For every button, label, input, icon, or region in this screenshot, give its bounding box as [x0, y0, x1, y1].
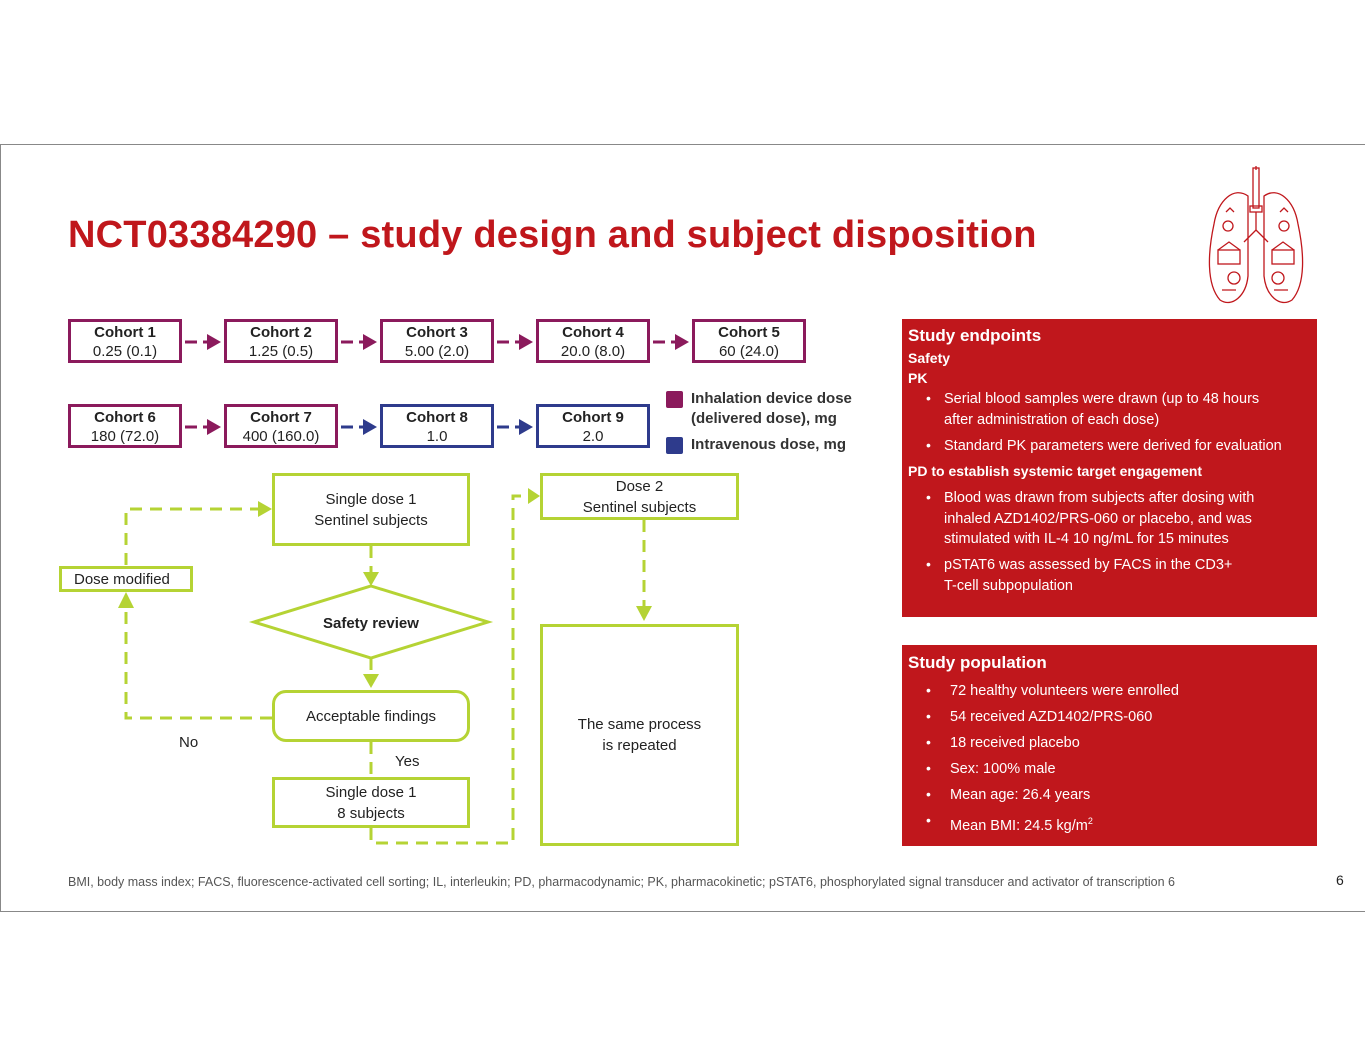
cohort-5-name: Cohort 5 [718, 324, 780, 341]
cohort-2-box: Cohort 2 1.25 (0.5) [224, 319, 338, 363]
population-bullet-3: • [926, 734, 931, 750]
single-dose-8-line1: Single dose 1 [325, 783, 417, 801]
slide-frame [0, 144, 1365, 912]
population-bullet-5: • [926, 786, 931, 802]
cohort-9-box: Cohort 9 2.0 [536, 404, 650, 448]
cohort-5-box: Cohort 5 60 (24.0) [692, 319, 806, 363]
legend-inhalation-line2: (delivered dose), mg [691, 410, 837, 427]
pk-bullet-2: • [926, 437, 931, 453]
bmi-superscript: 2 [1087, 816, 1093, 826]
population-bullet-1: • [926, 682, 931, 698]
cohort-9-name: Cohort 9 [562, 409, 624, 426]
cohort-8-name: Cohort 8 [406, 409, 468, 426]
page-title: NCT03384290 – study design and subject d… [68, 214, 1037, 256]
cohort-4-dose: 20.0 (8.0) [560, 343, 626, 360]
single-dose-1-sentinel-box: Single dose 1 Sentinel subjects [272, 473, 470, 546]
study-population-panel: Study population • 72 healthy volunteers… [902, 645, 1317, 846]
endpoints-pk: PK [908, 370, 928, 386]
pk-bullet-1: • [926, 390, 931, 406]
single-dose-1-line1: Single dose 1 [325, 490, 417, 508]
pk-item-2-line1: Standard PK parameters were derived for … [944, 438, 1282, 454]
pk-item-1-line2: after administration of each dose) [944, 412, 1160, 428]
population-item-3: 18 received placebo [950, 735, 1080, 751]
cohort-4-box: Cohort 4 20.0 (8.0) [536, 319, 650, 363]
pd-bullet-2: • [926, 556, 931, 572]
pd-item-1-line3: stimulated with IL-4 10 ng/mL for 15 min… [944, 531, 1229, 547]
study-endpoints-panel: Study endpoints Safety PK • Serial blood… [902, 319, 1317, 617]
population-item-1: 72 healthy volunteers were enrolled [950, 683, 1179, 699]
cohort-3-box: Cohort 3 5.00 (2.0) [380, 319, 494, 363]
cohort-2-name: Cohort 2 [250, 324, 312, 341]
dose-modified-box: Dose modified [59, 566, 193, 592]
cohort-3-dose: 5.00 (2.0) [404, 343, 470, 360]
pd-item-2-line1: pSTAT6 was assessed by FACS in the CD3+ [944, 557, 1233, 573]
pd-bullet-1: • [926, 489, 931, 505]
cohort-7-name: Cohort 7 [250, 409, 312, 426]
pd-item-1-line1: Blood was drawn from subjects after dosi… [944, 490, 1255, 506]
single-dose-8-line2: 8 subjects [337, 804, 405, 822]
cohort-1-name: Cohort 1 [94, 324, 156, 341]
population-bullet-2: • [926, 708, 931, 724]
cohort-6-name: Cohort 6 [94, 409, 156, 426]
dose-2-line1: Dose 2 [615, 477, 664, 495]
population-bullet-4: • [926, 760, 931, 776]
legend-inhalation-line1: Inhalation device dose [691, 390, 852, 407]
endpoints-pd: PD to establish systemic target engageme… [908, 463, 1203, 479]
single-dose-8-subjects-box: Single dose 1 8 subjects [272, 777, 470, 828]
endpoints-safety: Safety [908, 350, 951, 366]
cohort-5-dose: 60 (24.0) [718, 343, 780, 360]
bmi-text: Mean BMI: 24.5 kg/m [950, 817, 1088, 834]
lungs-illustration-icon [1208, 166, 1304, 304]
pd-item-1-line2: inhaled AZD1402/PRS-060 or placebo, and … [944, 511, 1252, 527]
single-dose-1-line2: Sentinel subjects [314, 511, 428, 529]
repeat-process-box: The same process is repeated [540, 624, 739, 846]
population-title: Study population [908, 653, 1047, 672]
legend-inhalation-swatch [666, 391, 683, 408]
acceptable-findings-label: Acceptable findings [305, 707, 437, 725]
cohort-1-dose: 0.25 (0.1) [92, 343, 158, 360]
repeat-line2: is repeated [602, 737, 677, 754]
repeat-line1: The same process [577, 716, 702, 733]
page-number: 6 [1336, 872, 1344, 888]
cohort-6-dose: 180 (72.0) [90, 428, 160, 445]
legend-intravenous-label: Intravenous dose, mg [691, 436, 847, 453]
dose-modified-label: Dose modified [74, 570, 170, 588]
dose-2-sentinel-box: Dose 2 Sentinel subjects [540, 473, 739, 520]
footnote: BMI, body mass index; FACS, fluorescence… [68, 875, 1176, 889]
pd-item-2-line2: T-cell subpopulation [944, 578, 1073, 594]
population-item-5: Mean age: 26.4 years [950, 787, 1091, 803]
population-item-bmi: Mean BMI: 24.5 kg/m2 [950, 811, 1093, 836]
cohort-9-dose: 2.0 [582, 428, 604, 445]
population-item-2: 54 received AZD1402/PRS-060 [950, 709, 1153, 725]
population-bullet-6: • [926, 812, 931, 828]
legend-intravenous-swatch [666, 437, 683, 454]
endpoints-title: Study endpoints [908, 326, 1042, 345]
yes-label: Yes [395, 753, 420, 770]
pk-item-1-line1: Serial blood samples were drawn (up to 4… [944, 391, 1260, 407]
population-item-4: Sex: 100% male [950, 761, 1056, 777]
cohort-7-box: Cohort 7 400 (160.0) [224, 404, 338, 448]
cohort-2-dose: 1.25 (0.5) [248, 343, 314, 360]
cohort-1-box: Cohort 1 0.25 (0.1) [68, 319, 182, 363]
cohort-7-dose: 400 (160.0) [242, 428, 320, 445]
no-label: No [179, 734, 199, 751]
cohort-8-dose: 1.0 [426, 428, 448, 445]
safety-review-label: Safety review [323, 615, 419, 632]
cohort-3-name: Cohort 3 [406, 324, 468, 341]
dose-2-line2: Sentinel subjects [582, 498, 697, 516]
cohort-8-box: Cohort 8 1.0 [380, 404, 494, 448]
cohort-6-box: Cohort 6 180 (72.0) [68, 404, 182, 448]
acceptable-findings-box: Acceptable findings [272, 690, 470, 742]
cohort-4-name: Cohort 4 [562, 324, 624, 341]
